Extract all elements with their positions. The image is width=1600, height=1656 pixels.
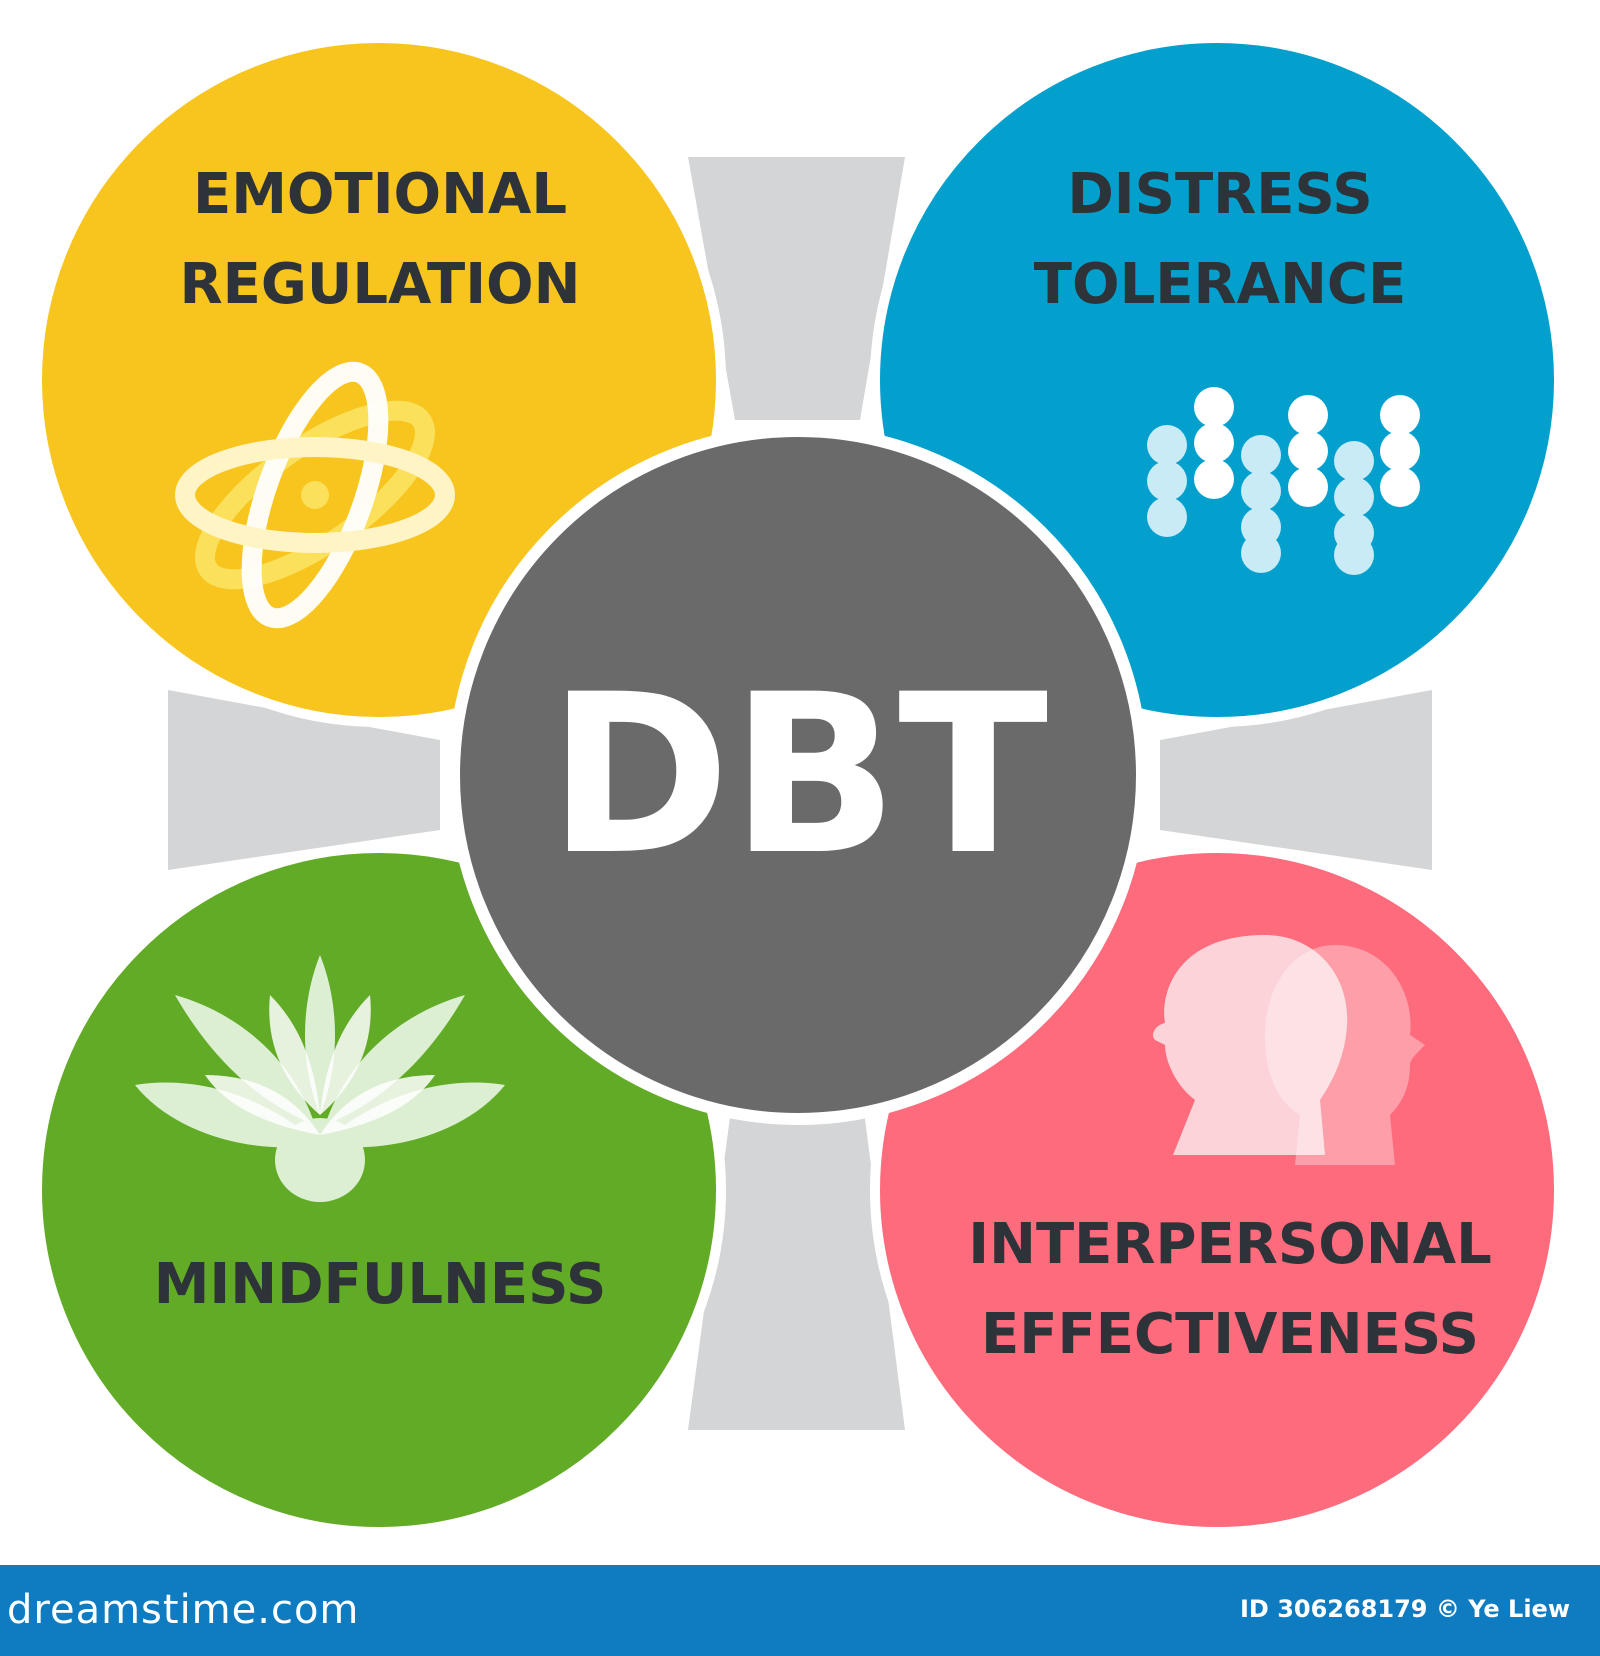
dot-wave-icon — [1147, 387, 1420, 575]
mindfulness-line-1: MINDFULNESS — [153, 1252, 607, 1317]
emotional-regulation-line-2: REGULATION — [179, 252, 581, 317]
distress-tolerance-line-1: DISTRESS — [1067, 162, 1373, 227]
footer-bar: dreamstime.com ID 306268179 © Ye Liew — [0, 1565, 1600, 1656]
interpersonal-effectiveness-line-2: EFFECTIVENESS — [980, 1302, 1479, 1367]
cross-background — [168, 157, 1432, 1430]
dbt-diagram: EMOTIONAL REGULATION DISTRESS TOLERANCE … — [32, 33, 1564, 1537]
interpersonal-effectiveness-label: INTERPERSONAL EFFECTIVENESS — [910, 1200, 1550, 1380]
emotional-regulation-label: EMOTIONAL REGULATION — [90, 150, 670, 330]
footer-brand[interactable]: dreamstime.com — [7, 1587, 360, 1633]
dbt-center-label: DBT — [547, 647, 1049, 903]
lotus-icon — [135, 955, 505, 1202]
emotional-regulation-line-1: EMOTIONAL — [192, 162, 568, 227]
footer-credit: ID 306268179 © Ye Liew — [1240, 1595, 1570, 1623]
mindfulness-label: MINDFULNESS — [100, 1240, 660, 1330]
atom-icon — [175, 361, 455, 629]
distress-tolerance-label: DISTRESS TOLERANCE — [920, 150, 1520, 330]
two-heads-icon — [1153, 935, 1425, 1165]
interpersonal-effectiveness-line-1: INTERPERSONAL — [968, 1212, 1492, 1277]
distress-tolerance-line-2: TOLERANCE — [1033, 252, 1407, 317]
